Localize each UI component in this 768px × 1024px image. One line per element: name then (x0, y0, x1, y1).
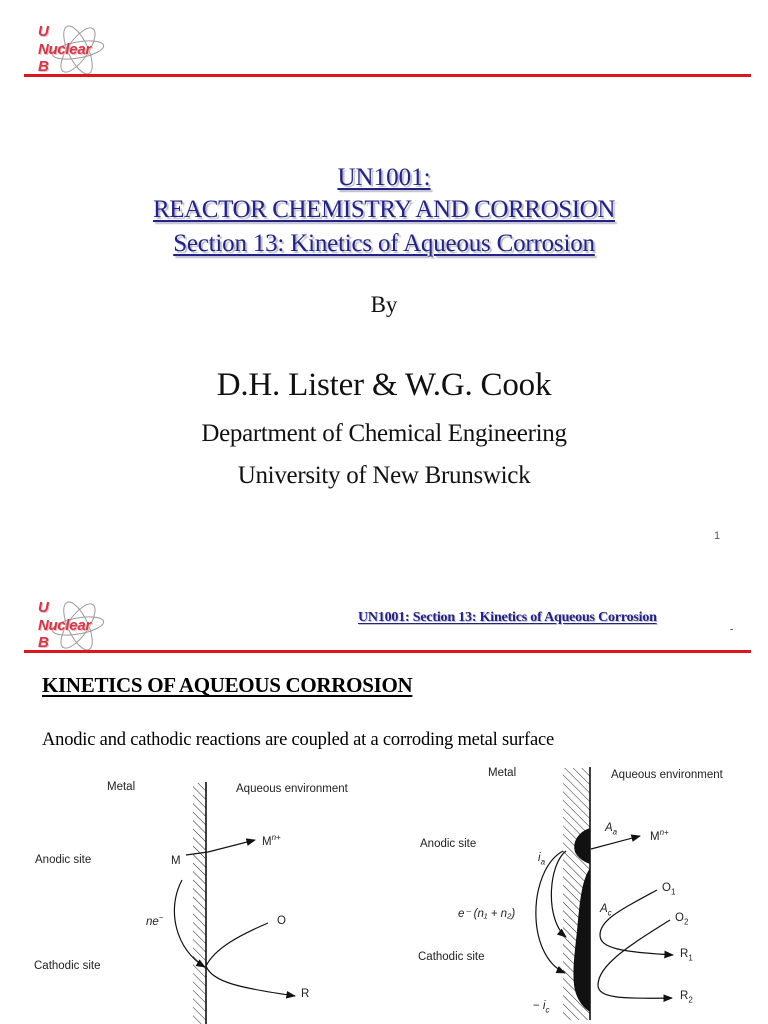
page-number: 1 (714, 530, 721, 542)
environment-label: Aqueous environment (611, 769, 723, 781)
cathodic-site-label: Cathodic site (34, 960, 101, 972)
header-rule (24, 650, 751, 653)
logo-text-nuclear: Nuclear (38, 617, 91, 634)
anodic-arrow (590, 834, 641, 850)
cathodic-area-label: Ac (600, 903, 612, 918)
section-heading: KINETICS OF AQUEOUS CORROSION (42, 673, 413, 697)
anodic-area-label: Aa (605, 822, 618, 837)
logo-text-nuclear: Nuclear (38, 41, 91, 58)
inner-current-arrow (550, 850, 567, 938)
by-label: By (370, 292, 398, 317)
reductant-1-label: R1 (680, 948, 693, 963)
oxidant-2-label: O2 (675, 912, 689, 927)
cathodic-reaction-2-arrow (597, 919, 673, 1003)
cathodic-site-label: Cathodic site (418, 951, 485, 963)
metal-ion-label: Mn+ (262, 833, 281, 848)
electron-label: ne− (146, 913, 164, 928)
oxidant-1-label: O1 (662, 882, 676, 897)
logo-text-b: B (38, 634, 49, 651)
unb-nuclear-logo: U Nuclear B (36, 598, 116, 654)
cathodic-site-region (573, 868, 590, 1012)
anodic-site-label: Anodic site (35, 854, 92, 866)
cathodic-reaction-arrow (205, 922, 296, 999)
metal-label: Metal (488, 767, 517, 779)
anodic-current-label: ia (538, 852, 546, 867)
anodic-arrow (185, 838, 256, 856)
header-rule (24, 74, 751, 77)
right-diagram (535, 767, 674, 1020)
intro-text: Anodic and cathodic reactions are couple… (42, 730, 554, 750)
anodic-site-region (574, 828, 590, 864)
atom-icon (51, 601, 105, 651)
course-name-title: REACTOR CHEMISTRY AND CORROSION (153, 196, 615, 223)
metal-symbol: M (171, 855, 181, 867)
reductant-label: R (301, 988, 310, 1000)
running-header-title: UN1001: Section 13: Kinetics of Aqueous … (358, 610, 657, 625)
reductant-2-label: R2 (680, 990, 693, 1005)
oxidant-label: O (277, 915, 286, 927)
left-diagram (173, 782, 296, 1024)
cathodic-current-label: − ic (533, 1000, 550, 1015)
header-mark: - (730, 624, 734, 635)
anodic-site-label: Anodic site (420, 838, 477, 850)
cathodic-reaction-1-arrow (599, 889, 674, 959)
course-code-title: UN1001: (337, 164, 431, 191)
university: University of New Brunswick (237, 462, 531, 489)
authors: D.H. Lister & W.G. Cook (216, 367, 552, 403)
electron-label: e⁻ (n₁ + n₂) (458, 908, 516, 920)
section-title: Section 13: Kinetics of Aqueous Corrosio… (173, 230, 595, 257)
atom-icon (51, 25, 105, 75)
metal-ion-label: Mn+ (650, 828, 669, 843)
outer-current-arrow (535, 850, 566, 974)
logo-text-u: U (38, 23, 49, 40)
metal-wall-hatch (193, 783, 206, 1024)
environment-label: Aqueous environment (236, 783, 348, 795)
electron-arrow (173, 879, 206, 968)
metal-label: Metal (107, 781, 136, 793)
department: Department of Chemical Engineering (201, 420, 567, 447)
logo-text-u: U (38, 599, 49, 616)
unb-nuclear-logo: U Nuclear B (36, 22, 116, 78)
logo-text-b: B (38, 58, 49, 75)
